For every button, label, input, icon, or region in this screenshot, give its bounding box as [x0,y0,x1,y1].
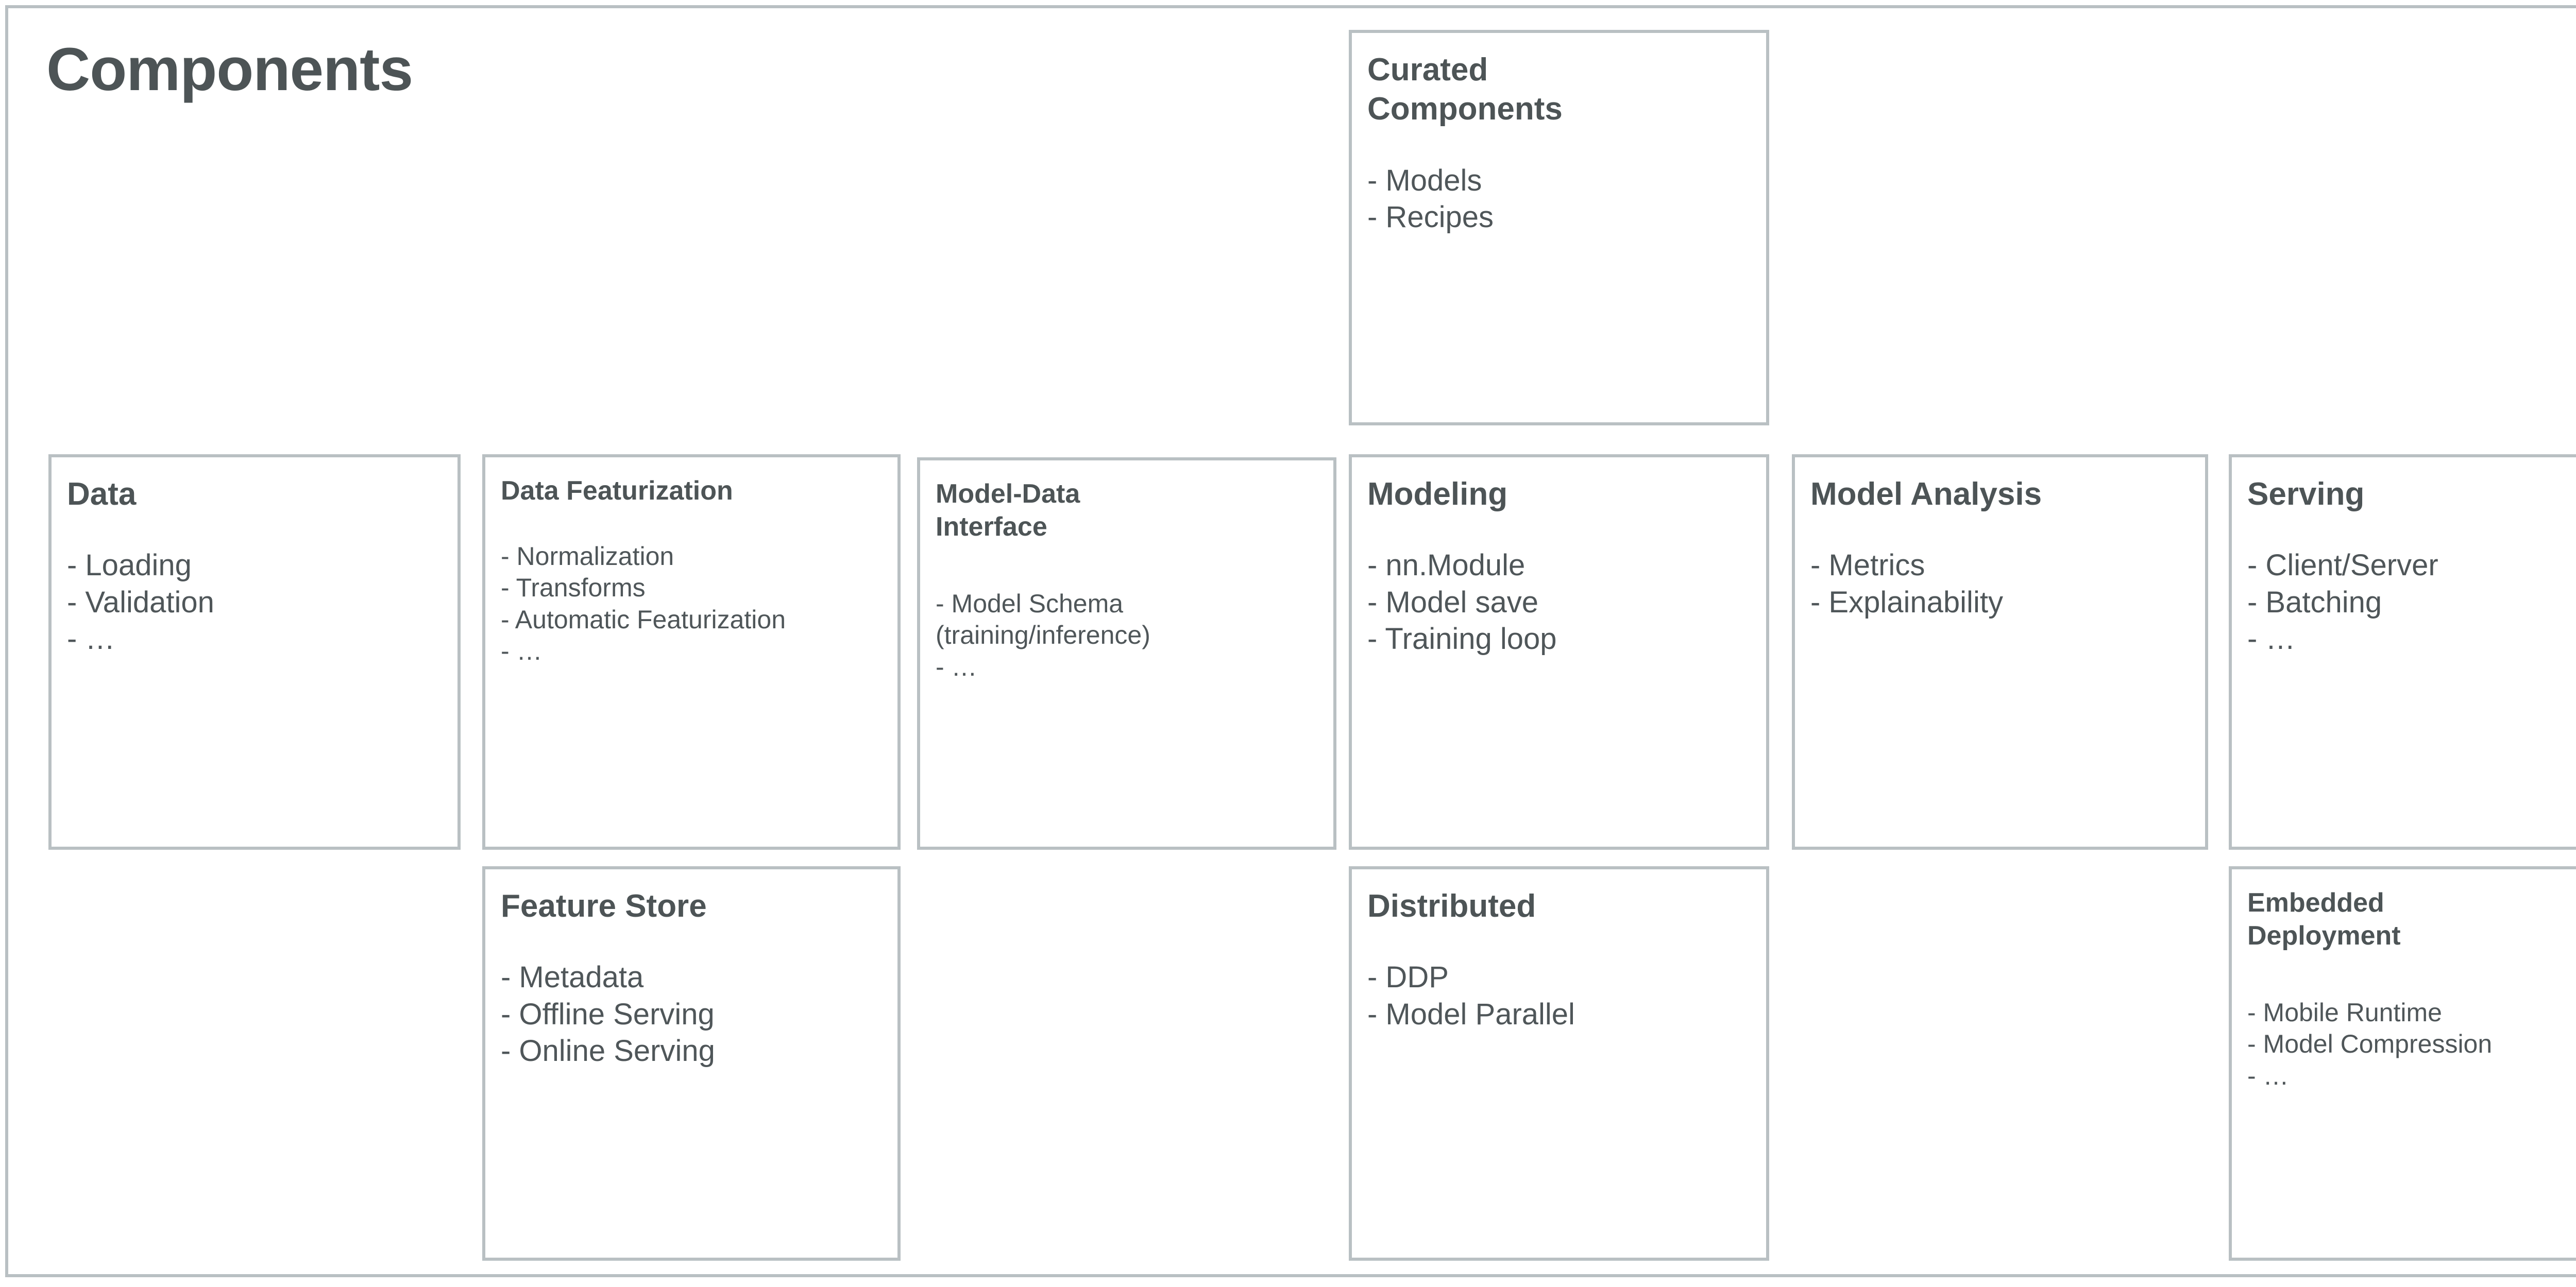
card-body: Modeling - nn.Module - Model save - Trai… [1352,457,1766,667]
card-data[interactable]: Data - Loading - Validation - … [48,454,461,850]
list-item: - … [501,637,543,666]
card-body: Data Featurization - Normalization - Tra… [485,457,897,678]
card-item-list: - Models - Recipes [1367,162,1751,236]
card-body: Feature Store - Metadata - Offline Servi… [485,869,897,1079]
card-title-line-2: Interface [936,511,1047,542]
card-title: Data Featurization [501,476,733,506]
card-item-list: - Client/Server - Batching - … [2247,547,2576,657]
list-item: - Training loop [1367,622,1557,656]
list-item: - Validation [67,585,214,619]
card-modeling[interactable]: Modeling - nn.Module - Model save - Trai… [1349,454,1769,850]
card-title: Embedded Deployment [2247,887,2576,953]
list-item: - … [2247,622,2296,656]
list-item: - DDP [1367,960,1449,994]
card-curated-components[interactable]: Curated Components - Models - Recipes [1349,30,1769,425]
card-title: Data [67,476,137,512]
page-title: Components [46,36,413,104]
card-title: Distributed [1367,888,1536,924]
card-body: Serving - Client/Server - Batching - … [2232,457,2576,667]
list-item: - Client/Server [2247,548,2438,582]
components-outer-frame: Components Curated Components - Models -… [5,5,2576,1277]
card-title-line-1: Model-Data [936,479,1080,509]
card-body: Data - Loading - Validation - … [52,457,457,667]
list-item: - Automatic Featurization [501,605,786,634]
list-item: - Batching [2247,585,2382,619]
card-item-list: - Metadata - Offline Serving - Online Se… [501,959,882,1069]
card-title: Model Analysis [1810,476,2042,512]
card-body: Embedded Deployment - Mobile Runtime - M… [2232,869,2576,1102]
list-item: - Normalization [501,541,674,571]
list-item: - Loading [67,548,192,582]
card-title-line-1: Embedded [2247,888,2384,918]
card-body: Model-Data Interface - Model Schema (tra… [920,460,1333,693]
card-data-featurization[interactable]: Data Featurization - Normalization - Tra… [482,454,901,850]
card-item-list: - Normalization - Transforms - Automatic… [501,541,882,667]
card-item-list: - DDP - Model Parallel [1367,959,1751,1033]
list-item: - Model save [1367,585,1539,619]
list-item: - Explainability [1810,585,2003,619]
card-body: Curated Components - Models - Recipes [1352,33,1766,246]
card-model-analysis[interactable]: Model Analysis - Metrics - Explainabilit… [1792,454,2208,850]
card-item-list: - Loading - Validation - … [67,547,442,657]
card-embedded-deployment[interactable]: Embedded Deployment - Mobile Runtime - M… [2229,866,2576,1261]
list-item: - Online Serving [501,1034,715,1068]
card-title-line-2: Components [1367,91,1563,127]
list-item: - Metadata [501,960,644,994]
list-item: - nn.Module [1367,548,1526,582]
card-distributed[interactable]: Distributed - DDP - Model Parallel [1349,866,1769,1261]
card-title: Model-Data Interface [936,478,1318,544]
card-body: Distributed - DDP - Model Parallel [1352,869,1766,1043]
list-item: - Transforms [501,573,646,603]
list-item: - Offline Serving [501,997,715,1031]
card-item-list: - Model Schema (training/inference) - … [936,588,1318,683]
list-item: - Recipes [1367,200,1494,234]
card-title: Curated Components [1367,50,1751,129]
card-title: Feature Store [501,888,707,924]
card-item-list: - Metrics - Explainability [1810,547,2190,621]
list-item: - Mobile Runtime [2247,998,2442,1027]
card-title-line-1: Curated [1367,52,1488,88]
card-title: Modeling [1367,476,1508,512]
card-model-data-interface[interactable]: Model-Data Interface - Model Schema (tra… [917,457,1336,850]
card-title-line-2: Deployment [2247,920,2401,951]
list-item: - … [67,622,115,656]
card-serving[interactable]: Serving - Client/Server - Batching - … [2229,454,2576,850]
card-item-list: - nn.Module - Model save - Training loop [1367,547,1751,657]
list-item: - Model Parallel [1367,997,1575,1031]
list-item: - Model Schema (training/inference) [936,589,1150,650]
card-item-list: - Mobile Runtime - Model Compression - … [2247,997,2576,1092]
list-item: - Metrics [1810,548,1925,582]
list-item: - Model Compression [2247,1029,2493,1059]
list-item: - … [936,652,977,681]
list-item: - … [2247,1061,2289,1090]
card-feature-store[interactable]: Feature Store - Metadata - Offline Servi… [482,866,901,1261]
card-body: Model Analysis - Metrics - Explainabilit… [1795,457,2205,631]
card-title: Serving [2247,476,2365,512]
list-item: - Models [1367,163,1482,197]
